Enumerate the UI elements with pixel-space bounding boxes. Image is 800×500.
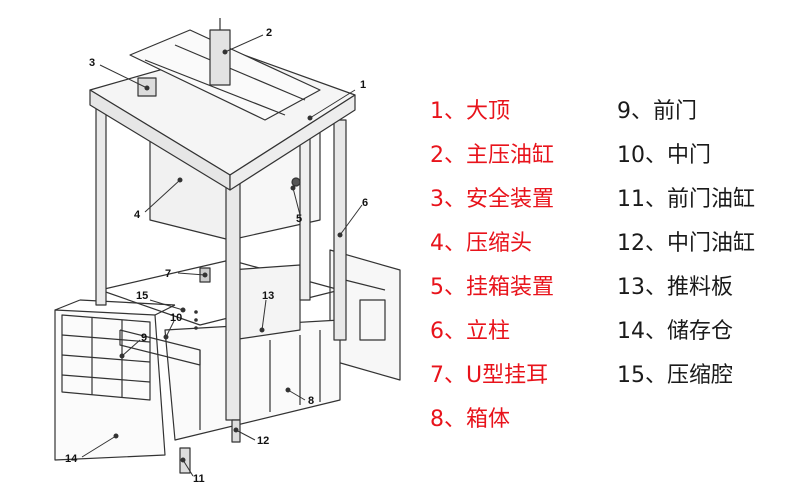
callout-5: 5 <box>296 213 302 225</box>
main-cylinder <box>210 30 230 85</box>
storage-bin <box>55 310 165 460</box>
legend-item: 6、立柱 <box>430 319 510 344</box>
legend-item: 11、前门油缸 <box>617 187 755 212</box>
legend-item: 9、前门 <box>617 99 697 124</box>
legend-item: 15、压缩腔 <box>617 363 733 388</box>
hanger-device <box>291 177 301 187</box>
callout-2: 2 <box>266 27 272 39</box>
front-door <box>62 315 150 400</box>
legend-item: 12、中门油缸 <box>617 231 755 256</box>
parts-legend: 1、大顶 2、主压油缸 3、安全装置 4、压缩头 5、挂箱装置 6、立柱 7、U… <box>430 90 795 440</box>
callout-6: 6 <box>362 197 368 209</box>
legend-item: 3、安全装置 <box>430 187 554 212</box>
callout-3: 3 <box>89 57 95 69</box>
legend-item: 7、U型挂耳 <box>430 363 549 388</box>
legend-column-left: 1、大顶 2、主压油缸 3、安全装置 4、压缩头 5、挂箱装置 6、立柱 7、U… <box>430 90 554 442</box>
legend-item: 14、储存仓 <box>617 319 733 344</box>
container-body <box>165 320 340 440</box>
column-back-left <box>96 95 106 305</box>
legend-item: 8、箱体 <box>430 407 510 432</box>
callout-10: 10 <box>170 312 182 324</box>
legend-column-right: 9、前门 10、中门 11、前门油缸 12、中门油缸 13、推料板 14、储存仓… <box>617 90 755 398</box>
callout-13: 13 <box>262 290 274 302</box>
callout-15: 15 <box>136 290 148 302</box>
callout-11: 11 <box>193 473 205 485</box>
column-front-left <box>226 170 240 420</box>
legend-item: 4、压缩头 <box>430 231 532 256</box>
column-right <box>334 120 346 340</box>
callout-12: 12 <box>257 435 269 447</box>
callout-8: 8 <box>308 395 314 407</box>
legend-item: 5、挂箱装置 <box>430 275 554 300</box>
callout-4: 4 <box>134 209 141 221</box>
legend-item: 1、大顶 <box>430 99 510 124</box>
baler-machine-diagram: 1 2 3 4 5 6 7 8 9 10 11 12 13 14 15 <box>0 0 420 485</box>
legend-item: 2、主压油缸 <box>430 143 554 168</box>
legend-item: 13、推料板 <box>617 275 733 300</box>
callout-1: 1 <box>360 79 366 91</box>
callout-14: 14 <box>65 453 78 465</box>
callout-7: 7 <box>165 268 171 280</box>
legend-item: 10、中门 <box>617 143 711 168</box>
callout-9: 9 <box>141 332 147 344</box>
middle-door <box>120 330 200 365</box>
